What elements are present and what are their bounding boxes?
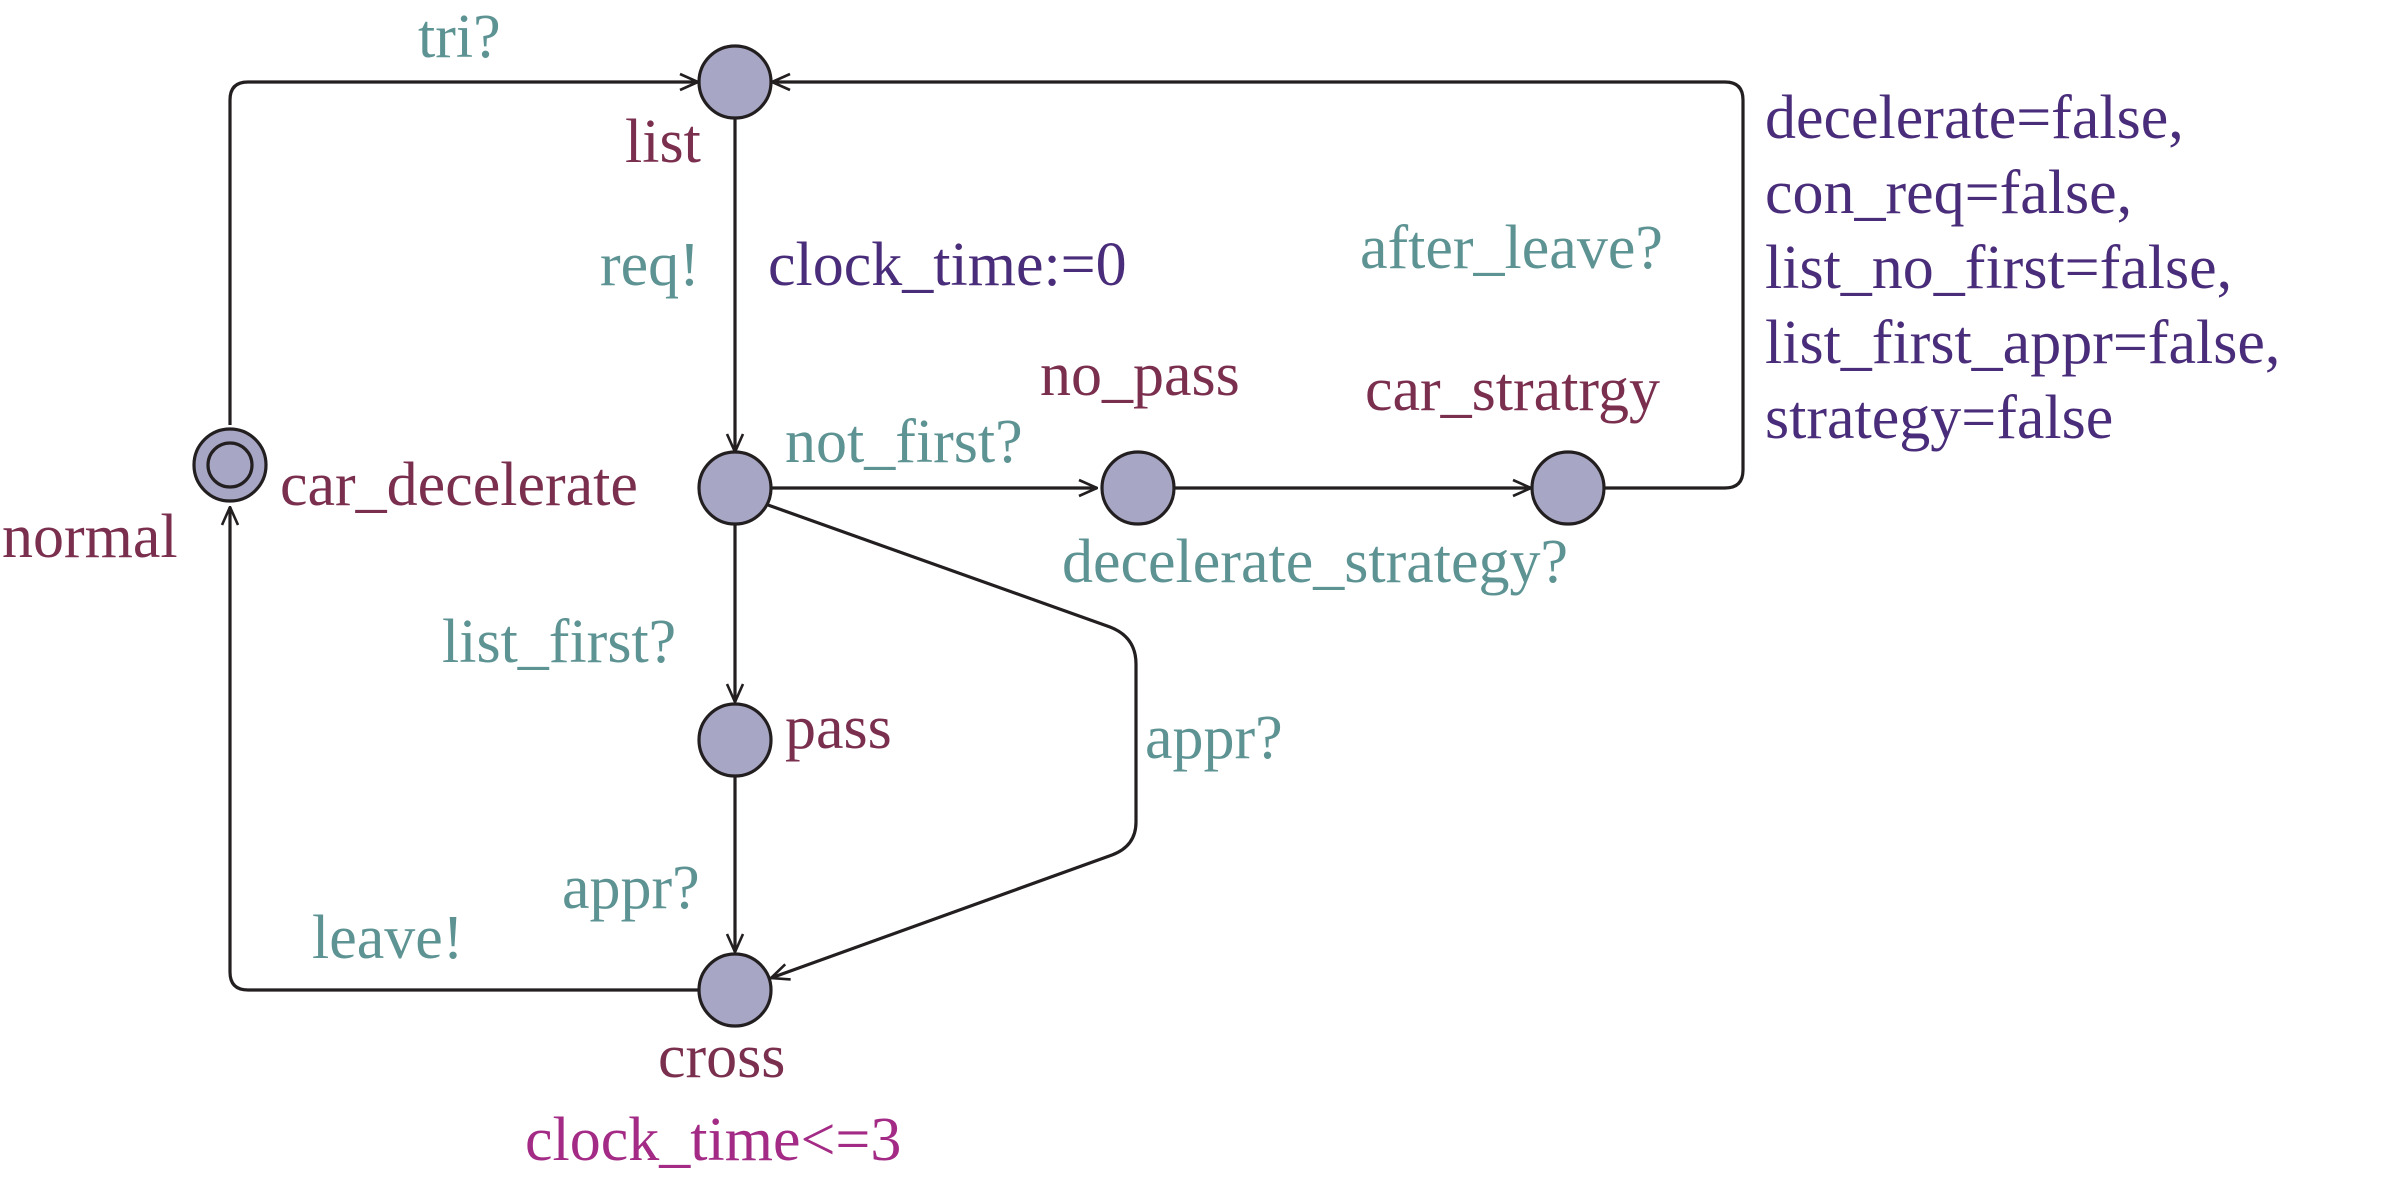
location-cross-node [697, 952, 773, 1028]
location-name-no-pass: no_pass [1040, 341, 1240, 409]
sync-label-appr-pass: appr? [562, 854, 700, 922]
location-normal-node [192, 427, 268, 503]
location-name-pass: pass [785, 694, 892, 762]
update-line: list_no_first=false, [1765, 234, 2232, 302]
edge-cross-to-normal [230, 507, 698, 992]
edge-car-stratrgy-to-list [772, 82, 1745, 490]
invariant-cross: clock_time<=3 [525, 1106, 901, 1174]
sync-label-req: req! [600, 231, 700, 299]
location-car-decelerate-node [697, 450, 773, 526]
location-name-normal: normal [2, 503, 178, 571]
sync-label-appr-right: appr? [1145, 704, 1283, 772]
location-name-list: list [625, 108, 701, 176]
sync-label-decelerate-strategy: decelerate_strategy? [1062, 528, 1568, 596]
sync-label-tri: tri? [418, 3, 501, 71]
sync-label-after-leave: after_leave? [1360, 214, 1663, 282]
update-line: con_req=false, [1765, 159, 2132, 227]
sync-label-list-first: list_first? [442, 608, 676, 676]
update-label-clock-reset: clock_time:=0 [768, 231, 1127, 299]
location-no-pass-node [1100, 450, 1176, 526]
location-car-stratrgy-node [1530, 450, 1606, 526]
location-list-node [697, 44, 773, 120]
location-name-cross: cross [658, 1023, 785, 1091]
update-line: strategy=false [1765, 384, 2113, 452]
update-block-after-leave: decelerate=false, con_req=false, list_no… [1765, 84, 2280, 452]
initial-location-marker [206, 441, 254, 489]
location-name-car-stratrgy: car_stratrgy [1365, 356, 1660, 424]
update-line: list_first_appr=false, [1765, 309, 2280, 377]
sync-label-leave: leave! [312, 904, 463, 972]
edge-normal-to-list [228, 82, 698, 425]
update-line: decelerate=false, [1765, 84, 2184, 152]
sync-label-not-first: not_first? [785, 408, 1023, 476]
edge-car-decelerate-to-cross [767, 503, 1138, 978]
location-name-car-decelerate: car_decelerate [280, 451, 638, 519]
location-pass-node [697, 702, 773, 778]
